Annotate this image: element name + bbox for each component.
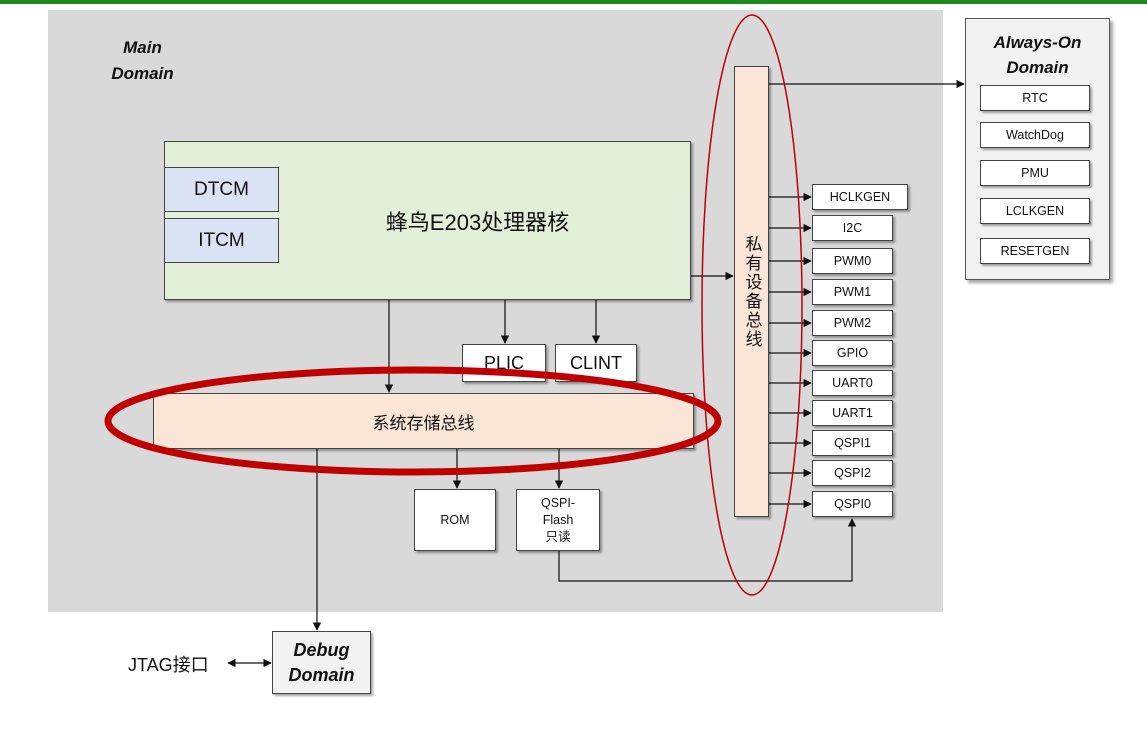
peripheral-label: PWM0 xyxy=(833,254,872,268)
peripheral-pwm1: PWM1 xyxy=(812,279,893,305)
main-domain-title: Main Domain xyxy=(100,35,185,87)
peripheral-label: PWM1 xyxy=(833,285,872,299)
clint-label: CLINT xyxy=(569,352,622,373)
peripheral-i2c: I2C xyxy=(812,215,893,241)
aon-item-lclkgen: LCLKGEN xyxy=(980,198,1090,224)
debug-domain-line1: Debug xyxy=(293,639,350,660)
aon-item-label: LCLKGEN xyxy=(1005,204,1065,218)
qspi-flash-block: QSPI- Flash 只读 xyxy=(516,489,600,551)
private-device-bus: 私有设备总线 xyxy=(734,66,769,517)
peripheral-label: QSPI0 xyxy=(834,497,871,511)
system-memory-bus-label: 系统存储总线 xyxy=(372,413,475,433)
qspi-flash-line3: 只读 xyxy=(545,529,571,544)
rom-block: ROM xyxy=(414,489,496,551)
qspi-flash-line1: QSPI- xyxy=(540,495,576,510)
aon-item-label: RESETGEN xyxy=(1000,244,1070,258)
peripheral-qspi0: QSPI0 xyxy=(812,491,893,517)
jtag-interface-label: JTAG接口 xyxy=(128,655,209,675)
system-memory-bus: 系统存储总线 xyxy=(153,393,694,449)
plic-block: PLIC xyxy=(462,344,546,382)
processor-core-label: 蜂鸟E203处理器核 xyxy=(385,209,570,235)
debug-domain-block: Debug Domain xyxy=(272,631,371,694)
plic-label: PLIC xyxy=(483,352,525,373)
peripheral-pwm2: PWM2 xyxy=(812,310,893,336)
main-domain-title-line2: Domain xyxy=(111,64,174,83)
clint-block: CLINT xyxy=(555,344,637,382)
always-on-title-line2: Domain xyxy=(1006,58,1069,77)
debug-domain-line2: Domain xyxy=(288,664,355,685)
aon-item-label: RTC xyxy=(1022,91,1048,105)
peripheral-uart0: UART0 xyxy=(812,370,893,396)
peripheral-qspi2: QSPI2 xyxy=(812,460,893,486)
main-domain-title-line1: Main xyxy=(123,38,162,57)
aon-item-pmu: PMU xyxy=(980,160,1090,186)
peripheral-hclkgen: HCLKGEN xyxy=(812,184,908,210)
private-device-bus-label: 私有设备总线 xyxy=(742,234,762,349)
dtcm-block: DTCM xyxy=(164,167,279,212)
peripheral-label: HCLKGEN xyxy=(829,190,891,204)
peripheral-label: PWM2 xyxy=(833,316,872,330)
peripheral-label: QSPI2 xyxy=(834,466,871,480)
itcm-label: ITCM xyxy=(198,229,245,251)
peripheral-label: QSPI1 xyxy=(834,436,871,450)
always-on-domain-panel xyxy=(965,18,1110,280)
always-on-domain-title: Always-On Domain xyxy=(965,30,1110,80)
peripheral-label: I2C xyxy=(842,221,863,235)
itcm-block: ITCM xyxy=(164,218,279,263)
top-border-line xyxy=(0,0,1147,4)
peripheral-gpio: GPIO xyxy=(812,340,893,366)
dtcm-label: DTCM xyxy=(194,178,249,200)
aon-item-watchdog: WatchDog xyxy=(980,122,1090,148)
always-on-title-line1: Always-On xyxy=(993,33,1082,52)
aon-item-resetgen: RESETGEN xyxy=(980,238,1090,264)
aon-item-label: WatchDog xyxy=(1006,128,1064,142)
rom-label: ROM xyxy=(440,512,470,527)
peripheral-qspi1: QSPI1 xyxy=(812,430,893,456)
aon-item-rtc: RTC xyxy=(980,85,1090,111)
peripheral-label: UART1 xyxy=(832,406,873,420)
peripheral-pwm0: PWM0 xyxy=(812,248,893,274)
qspi-flash-line2: Flash xyxy=(542,512,574,527)
peripheral-label: UART0 xyxy=(832,376,873,390)
peripheral-uart1: UART1 xyxy=(812,400,893,426)
peripheral-label: GPIO xyxy=(836,346,869,360)
aon-item-label: PMU xyxy=(1021,166,1049,180)
